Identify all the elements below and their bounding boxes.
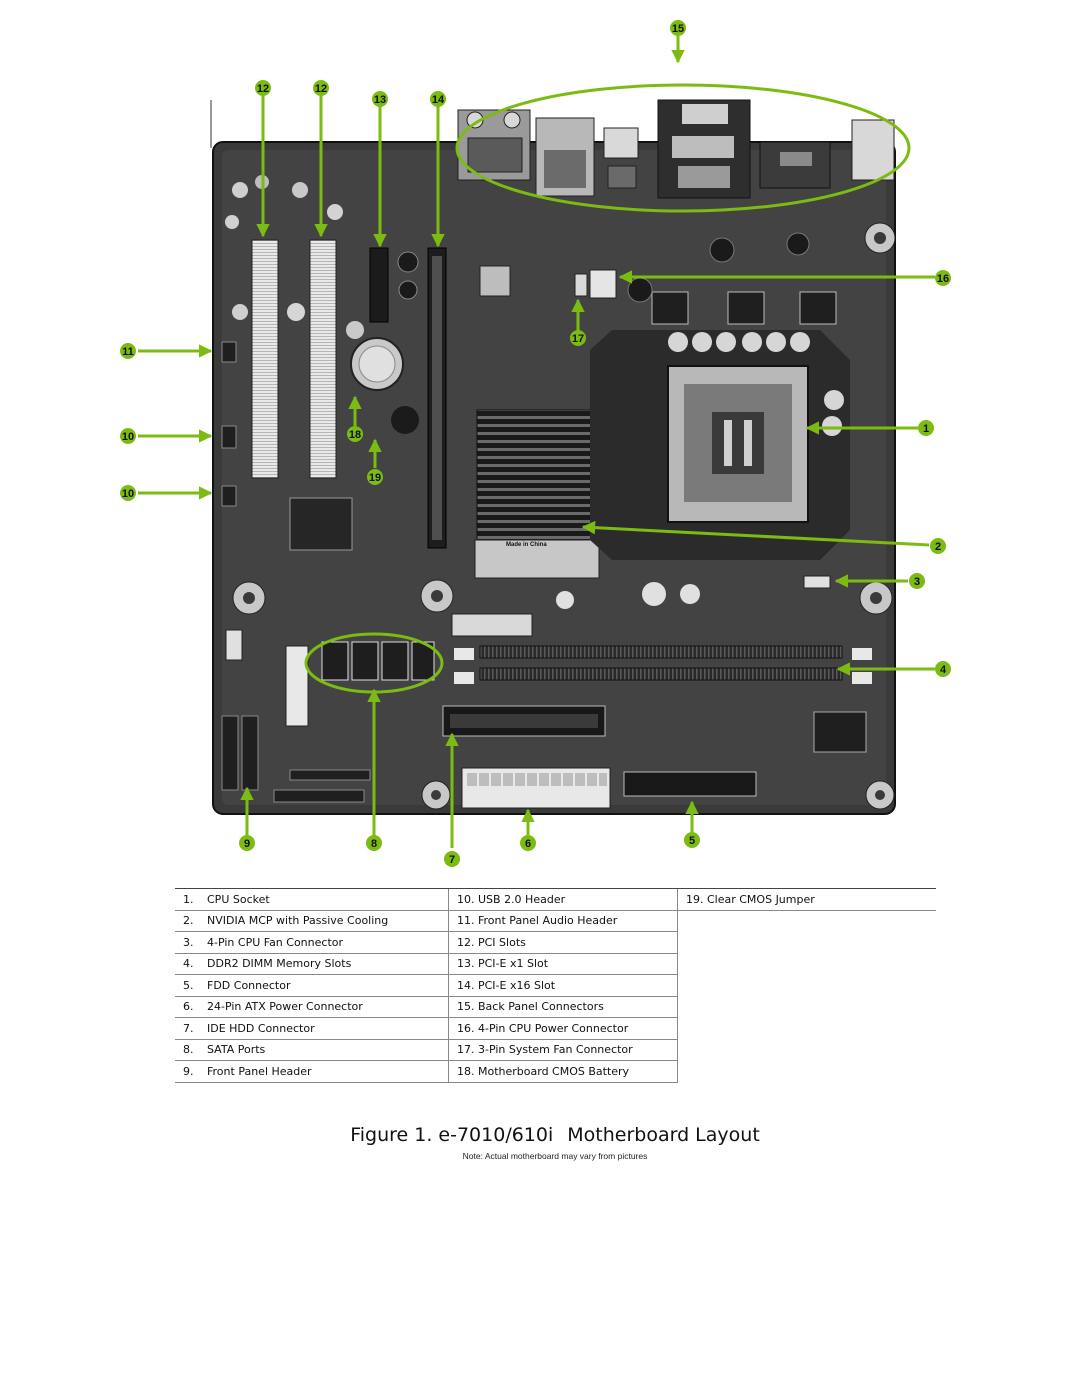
svg-text:15: 15 [672,23,684,35]
legend-item-7: 7.IDE HDD Connector [175,1017,449,1040]
callout-15: 15 [670,20,686,36]
legend-item-3: 3.4-Pin CPU Fan Connector [175,931,449,954]
legend-item-11: 11. Front Panel Audio Header [448,910,678,932]
callout-12a: 12 [255,80,271,96]
svg-text:12: 12 [257,83,269,95]
caption-prefix: Figure 1. e-7010/610i [350,1124,554,1146]
back-panel-connectors [457,99,895,199]
svg-text:14: 14 [432,94,445,106]
svg-text:10: 10 [122,431,134,443]
figure-note: Note: Actual motherboard may vary from p… [462,1151,648,1161]
legend-item-14: 14. PCI-E x16 Slot [448,974,678,997]
legend-item-16: 16. 4-Pin CPU Power Connector [448,1017,678,1040]
legend-row: 9.Front Panel Header 18. Motherboard CMO… [175,1060,936,1083]
legend-item-18: 18. Motherboard CMOS Battery [448,1060,678,1083]
callout-18: 18 [347,426,363,442]
svg-text:12: 12 [315,83,327,95]
svg-text:6: 6 [525,838,531,850]
callout-arrows [138,36,935,848]
callout-3: 3 [909,573,925,589]
callout-12b: 12 [313,80,329,96]
legend-item-4: 4.DDR2 DIMM Memory Slots [175,953,449,975]
legend-item-13: 13. PCI-E x1 Slot [448,953,678,975]
callout-7: 7 [444,851,460,867]
svg-text:4: 4 [940,664,947,676]
svg-text:11: 11 [122,346,134,358]
callout-14: 14 [430,91,446,107]
callout-markers: 15 12 12 13 14 16 17 11 1 18 10 19 10 2 … [120,20,951,867]
legend-empty-cell [677,910,936,1082]
legend-item-19: 19. Clear CMOS Jumper [677,888,936,911]
motherboard-figure: Made in China [120,20,951,867]
svg-text:2: 2 [935,541,941,553]
legend-row: 4.DDR2 DIMM Memory Slots 13. PCI-E x1 Sl… [175,953,936,975]
svg-text:16: 16 [937,273,949,285]
legend-item-9: 9.Front Panel Header [175,1060,449,1083]
legend-row: 2.NVIDIA MCP with Passive Cooling 11. Fr… [175,910,936,1082]
legend-item-2: 2.NVIDIA MCP with Passive Cooling [175,910,449,932]
callout-9: 9 [239,835,255,851]
callout-13: 13 [372,91,388,107]
svg-text:10: 10 [122,488,134,500]
svg-text:5: 5 [689,835,695,847]
svg-text:19: 19 [369,472,381,484]
caption-suffix: Motherboard Layout [567,1124,760,1146]
legend-item-1: 1.CPU Socket [175,888,449,911]
legend-row: 3.4-Pin CPU Fan Connector 12. PCI Slots [175,931,936,954]
svg-text:18: 18 [349,429,361,441]
legend-item-8: 8.SATA Ports [175,1039,449,1061]
legend-row: 5.FDD Connector 14. PCI-E x16 Slot [175,974,936,997]
legend-item-10: 10. USB 2.0 Header [448,888,678,911]
svg-text:8: 8 [371,838,377,850]
callout-8: 8 [366,835,382,851]
callout-16: 16 [935,270,951,286]
legend-row: 7.IDE HDD Connector 16. 4-Pin CPU Power … [175,1017,936,1040]
legend-item-6: 6.24-Pin ATX Power Connector [175,996,449,1018]
callout-6: 6 [520,835,536,851]
callout-5: 5 [684,832,700,848]
legend-item-12: 12. PCI Slots [448,931,678,954]
callout-10a: 10 [120,428,136,444]
legend-row: 8.SATA Ports 17. 3-Pin System Fan Connec… [175,1039,936,1061]
legend-item-5: 5.FDD Connector [175,974,449,997]
callout-10b: 10 [120,485,136,501]
callout-11: 11 [120,343,136,359]
svg-text:13: 13 [374,94,386,106]
motherboard-image: Made in China [210,99,896,815]
component-legend-table: 1.CPU Socket 10. USB 2.0 Header 19. Clea… [175,888,936,1083]
svg-text:3: 3 [914,576,920,588]
legend-item-15: 15. Back Panel Connectors [448,996,678,1018]
svg-text:1: 1 [923,423,929,435]
made-in-china-print: Made in China [506,542,547,548]
callout-2: 2 [930,538,946,554]
legend-row: 6.24-Pin ATX Power Connector 15. Back Pa… [175,996,936,1018]
back-panel-highlight [455,83,911,213]
legend-row: 1.CPU Socket 10. USB 2.0 Header 19. Clea… [175,888,936,911]
callout-19: 19 [367,469,383,485]
svg-text:7: 7 [449,854,455,866]
svg-text:17: 17 [572,333,584,345]
svg-text:9: 9 [244,838,250,850]
callout-17: 17 [570,330,586,346]
callout-4: 4 [935,661,951,677]
figure-caption: Figure 1. e-7010/610i Motherboard Layout [0,1124,1080,1146]
legend-item-17: 17. 3-Pin System Fan Connector [448,1039,678,1061]
callout-1: 1 [918,420,934,436]
